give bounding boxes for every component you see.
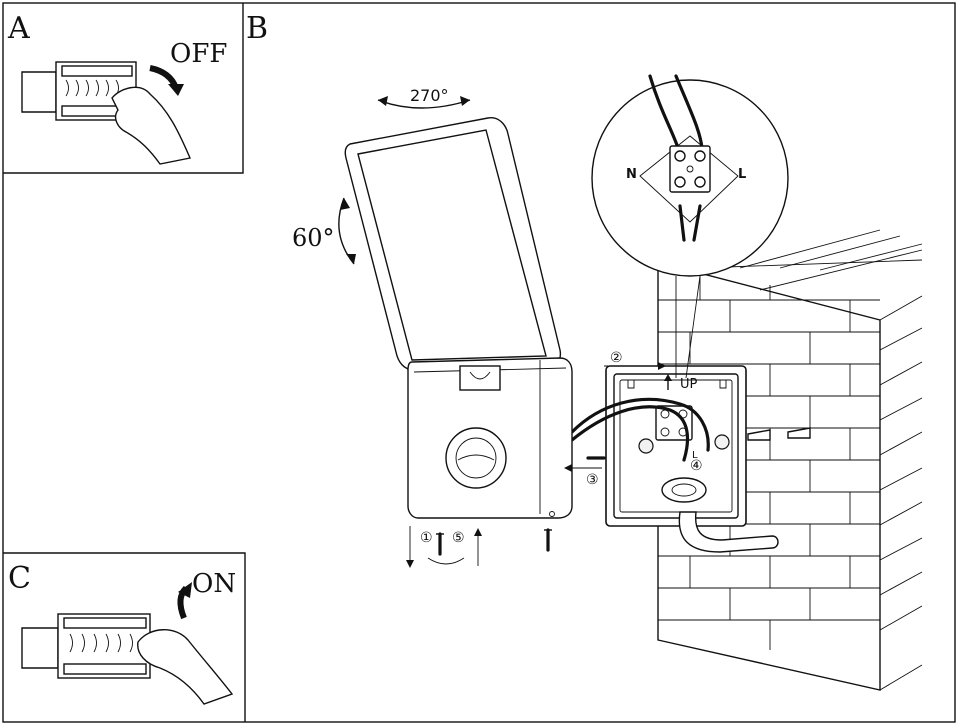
- hand-icon: [111, 86, 191, 165]
- rotation-horizontal-label: 270°: [410, 86, 449, 105]
- cable-black: [570, 405, 690, 462]
- box-live-label: L: [692, 450, 698, 461]
- rotation-vertical-label: 60°: [292, 224, 335, 252]
- step-5: ⑤: [452, 530, 465, 546]
- step-3: ③: [586, 472, 599, 488]
- motion-sensor: [445, 427, 507, 489]
- panel-a-action: OFF: [170, 39, 227, 69]
- screw-icon: [436, 456, 606, 556]
- step-4: ④: [690, 458, 703, 474]
- terminal-block-icon: [669, 145, 711, 193]
- panel-c-letter: C: [8, 561, 31, 596]
- panel-c: C ON: [3, 552, 246, 722]
- panel-b-letter: B: [246, 11, 268, 46]
- step-1: ①: [420, 530, 433, 546]
- luminaire: [344, 117, 573, 519]
- panel-c-action: ON: [192, 569, 236, 599]
- terminal-block-icon: [655, 405, 693, 441]
- wiring-detail: N L: [591, 74, 789, 379]
- panel-a-letter: A: [7, 11, 30, 46]
- wall-plug-icon: [747, 427, 811, 441]
- breaker-icon: [57, 613, 151, 679]
- live-label: L: [738, 167, 746, 182]
- step-2: ②: [610, 350, 623, 366]
- panel-a: A OFF: [3, 3, 244, 174]
- hand-icon: [137, 629, 234, 705]
- cable-black: [570, 397, 710, 452]
- up-mark: UP: [680, 377, 698, 392]
- panel-b: B: [246, 11, 923, 691]
- neutral-label: N: [626, 167, 637, 182]
